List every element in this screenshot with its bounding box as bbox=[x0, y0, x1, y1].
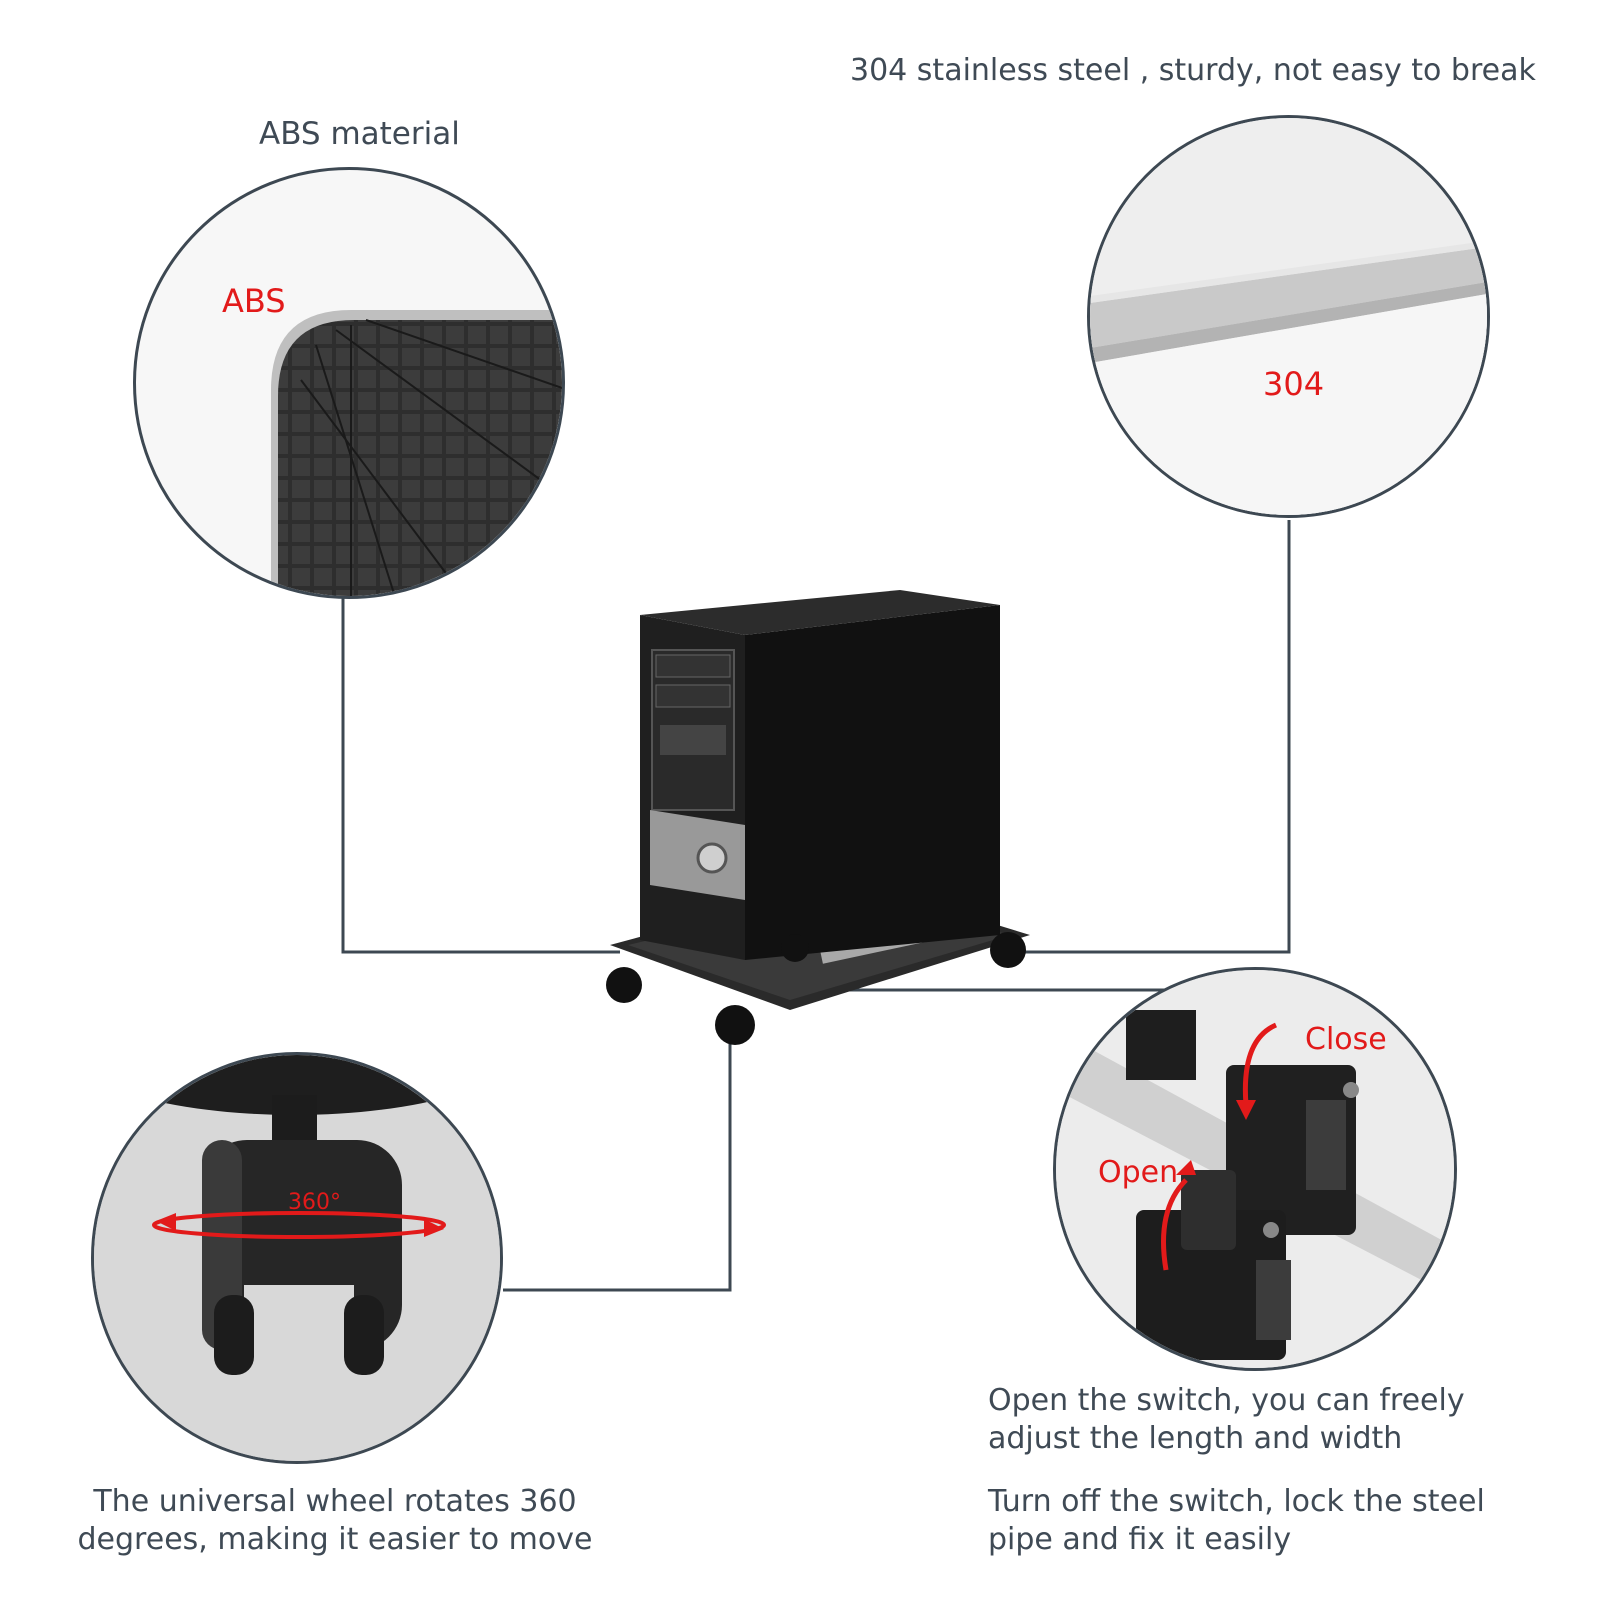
abs-label: ABS bbox=[222, 282, 286, 320]
wheel-detail-circle bbox=[91, 1052, 503, 1464]
close-switch-caption: Turn off the switch, lock the steel pipe… bbox=[988, 1484, 1485, 1557]
wheel-caption: The universal wheel rotates 360 degrees,… bbox=[77, 1484, 593, 1557]
steel-detail-circle bbox=[1087, 115, 1490, 518]
rotation-label: 360° bbox=[288, 1190, 341, 1215]
steel-304-label: 304 bbox=[1263, 365, 1325, 403]
lock-switch-illustration bbox=[1056, 970, 1454, 1368]
caster-wheel-illustration bbox=[94, 1055, 500, 1461]
open-label: Open bbox=[1098, 1155, 1179, 1190]
switch-detail-circle bbox=[1053, 967, 1457, 1371]
abs-panel-illustration bbox=[271, 310, 562, 596]
stainless-steel-caption: 304 stainless steel , sturdy, not easy t… bbox=[850, 53, 1536, 88]
abs-detail-circle bbox=[133, 167, 565, 599]
close-label: Close bbox=[1305, 1022, 1387, 1057]
open-switch-caption: Open the switch, you can freely adjust t… bbox=[988, 1383, 1465, 1456]
abs-material-caption: ABS material bbox=[259, 116, 460, 152]
steel-bar-illustration bbox=[1090, 118, 1487, 515]
